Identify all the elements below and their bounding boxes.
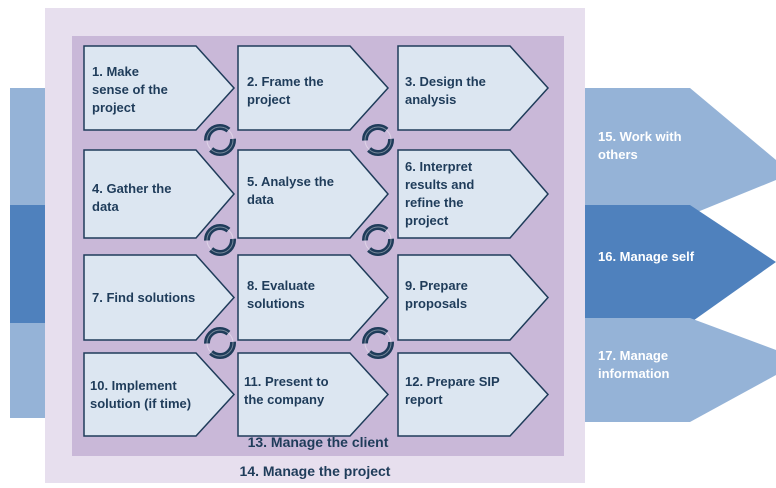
cycle-icon-highlight-6	[364, 329, 392, 357]
step-5-shape	[237, 149, 389, 239]
step-2-label: 2. Frame the project	[247, 74, 324, 107]
step-6-label: 6. Interpret results and refine the proj…	[405, 159, 475, 228]
band-15-shape	[585, 88, 776, 215]
band-17-shape	[585, 318, 776, 422]
band-17-label: 17. Manage information	[598, 348, 670, 381]
step-10-label: 10. Implement solution (if time)	[90, 378, 192, 411]
step-8-shape	[237, 254, 390, 341]
step-7-label: 7. Find solutions	[92, 290, 196, 305]
step-3-shape	[397, 45, 550, 131]
step-12-shape	[397, 352, 550, 437]
step-6-shape	[397, 149, 549, 239]
step-5-label: 5. Analyse the data	[247, 174, 334, 207]
cycle-icons	[204, 124, 394, 359]
cycle-icon-4	[362, 224, 394, 256]
cycle-icon-2	[362, 124, 394, 156]
step-9-label: 9. Prepare proposals	[405, 278, 468, 311]
step-9-shape	[397, 254, 550, 341]
cycle-icon-3	[204, 224, 236, 256]
step-7-shape	[83, 254, 236, 341]
band-16-label: 16. Manage self	[598, 249, 695, 264]
step-11-label: 11. Present to the company	[244, 374, 329, 407]
step-2-shape	[237, 45, 390, 131]
inner-caption: 13. Manage the client	[247, 434, 389, 450]
left-band-light-lower	[10, 323, 50, 418]
step-4-shape	[83, 149, 235, 239]
cycle-icon-1	[204, 124, 236, 156]
step-8-label: 8. Evaluate solutions	[247, 278, 315, 311]
step-12-label: 12. Prepare SIP report	[405, 374, 500, 407]
step-shapes	[83, 45, 550, 437]
step-3-label: 3. Design the analysis	[405, 74, 486, 107]
outer-caption: 14. Manage the project	[239, 463, 391, 479]
cycle-icon-6	[362, 327, 394, 359]
step-11-shape	[237, 352, 390, 437]
cycle-icon-highlight-1	[206, 126, 234, 154]
cycle-icon-5	[204, 327, 236, 359]
cycle-icon-highlight-4	[364, 226, 392, 254]
band-15-label: 15. Work with others	[598, 129, 682, 162]
cycle-icon-highlight-3	[206, 226, 234, 254]
step-10-shape	[83, 352, 236, 437]
step-1-shape	[83, 45, 236, 131]
cycle-icon-highlight-5	[206, 329, 234, 357]
step-1-label: 1. Make sense of the project	[92, 64, 168, 115]
step-4-label: 4. Gather the data	[92, 181, 172, 214]
cycle-icon-highlight-2	[364, 126, 392, 154]
